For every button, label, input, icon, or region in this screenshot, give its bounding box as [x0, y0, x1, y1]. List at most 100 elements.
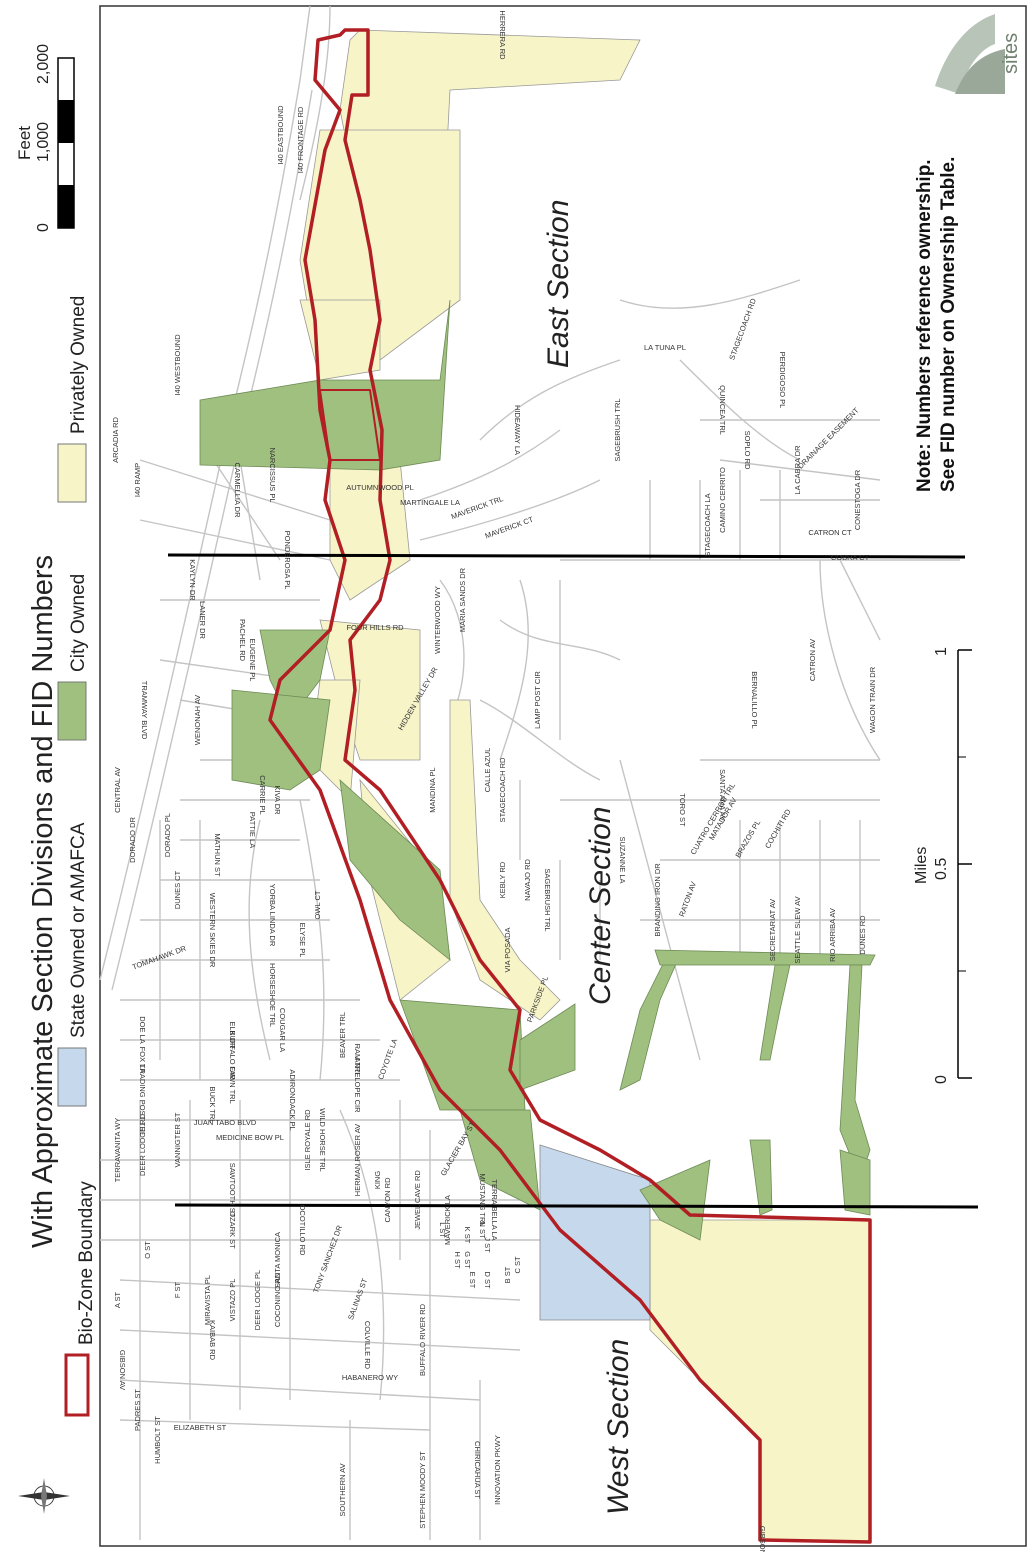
- scale-bar-miles: Miles 0 0.5 1: [913, 647, 972, 1084]
- street-label: MANDINA PL: [428, 767, 437, 812]
- street-label: NARCISSUS PL: [268, 447, 277, 502]
- street-label: DORADO PL: [163, 813, 172, 857]
- scale-feet-tick-0: 0: [35, 223, 52, 232]
- street-label: STAGECOACH RD: [498, 757, 507, 822]
- north-arrow-icon: [18, 1478, 70, 1514]
- street-label: OZARK ST: [228, 1211, 237, 1249]
- street-label: JEWEL CAVE RD: [413, 1170, 422, 1230]
- street-label: I40 WESTBOUND: [173, 334, 182, 396]
- street-label: ELYSE PL: [298, 923, 307, 958]
- street-label: ARCADIA RD: [111, 416, 120, 462]
- street-label: SOPLO RD: [743, 431, 752, 470]
- street-label: CAMINO CERRITO: [718, 467, 727, 533]
- street-label: COCONINO RD: [273, 1272, 282, 1327]
- street-label: TERRA BELLA LA: [490, 1179, 499, 1240]
- street-label: WILD HORSE TRL: [318, 1108, 327, 1172]
- street-label: MARTINGALE LA: [400, 498, 460, 507]
- street-label: STAGECOACH LA: [703, 493, 712, 556]
- street-label: SOUTHERN AV: [338, 1463, 347, 1516]
- street-label: SAGEBRUSH TRL: [613, 398, 622, 461]
- street-label: CENTRAL AV: [113, 767, 122, 813]
- legend-label-private: Privately Owned: [68, 296, 89, 434]
- street-label: WINTERWOOD WY: [433, 586, 442, 654]
- street-label: SUZANNE LA: [618, 836, 627, 883]
- street-label: MIRAVISTA PL: [203, 1275, 212, 1325]
- street-label: MAVERICK LA: [443, 1195, 452, 1245]
- street-label: EUGENE PL: [248, 639, 257, 682]
- street-label: G ST: [463, 1251, 472, 1269]
- street-label: D ST: [483, 1271, 492, 1289]
- street-label: DUNES CT: [173, 870, 182, 909]
- street-label: LANER DR: [198, 601, 207, 640]
- street-label: BUFFALO CIR: [228, 1030, 237, 1080]
- street-label: KIVA DR: [273, 785, 282, 815]
- street-label: TRAMWAY BLVD: [140, 681, 149, 740]
- street-label: ELK DR: [228, 1021, 237, 1049]
- legend-swatch-private: [57, 443, 87, 503]
- street-label: GIBSON AV: [118, 1350, 127, 1390]
- street-label: MEDICINE BOW PL: [216, 1133, 284, 1142]
- street-label: CHIRICAHUA ST: [473, 1441, 482, 1499]
- section-label-west: West Section: [602, 1339, 635, 1515]
- street-label: BERNALILLO PL: [750, 671, 759, 729]
- street-label: K ST: [463, 1227, 472, 1244]
- street-label: NAVAJO RD: [523, 859, 532, 901]
- street-label: E ST: [468, 1272, 477, 1289]
- section-label-center: Center Section: [584, 807, 617, 1005]
- note-line-1: Note: Numbers reference ownership.: [914, 159, 935, 492]
- state-parcels: [539, 1144, 651, 1321]
- street-label: KAYLYN DR: [188, 559, 197, 601]
- street-label: KAIBAB RD: [208, 1320, 217, 1361]
- street-label: WENONAH AV: [193, 695, 202, 745]
- scale-feet-tick-1: 1,000: [35, 122, 52, 162]
- legend-swatch-state: [57, 1047, 87, 1107]
- street-label: SEATTLE SLEW AV: [793, 896, 802, 963]
- street-label: TRADING POST TRL: [138, 1064, 147, 1136]
- street-label: RIO ARRIBA AV: [828, 908, 837, 962]
- street-label: CARRIE PL: [258, 775, 267, 815]
- scale-feet-tick-2: 2,000: [35, 44, 52, 84]
- street-label: VANNIGTER ST: [173, 1112, 182, 1167]
- street-label: FOUR HILLS RD: [346, 623, 404, 632]
- street-label: B ST: [503, 1266, 512, 1283]
- street-label: CALLE AZUL: [483, 748, 492, 793]
- street-label: CARMELLIA DR: [233, 462, 242, 518]
- street-label: VISTAZO PL: [228, 1279, 237, 1322]
- street-label: CATRON AV: [808, 639, 817, 681]
- street-label: ANTELOPE CIR: [353, 1057, 362, 1113]
- street-label: INNOVATION PKWY: [493, 1435, 502, 1505]
- street-label: F ST: [173, 1281, 182, 1298]
- street-label: TORO ST: [678, 793, 687, 827]
- street-label: OWL CT: [313, 890, 322, 919]
- street-label: CATRON CT: [808, 528, 852, 537]
- legend-swatch-biozone: [64, 1353, 90, 1417]
- street-label: BUCK TRL: [208, 1087, 217, 1124]
- street-label: WAGON TRAIN DR: [868, 666, 877, 733]
- street-label: SAWTOOTH ST: [228, 1163, 237, 1218]
- street-label: COUGAR LA: [278, 1008, 287, 1052]
- street-label: HUMBOLT ST: [153, 1416, 162, 1464]
- biozone-boundary: [268, 28, 872, 1544]
- street-label: CANYON RD: [383, 1177, 392, 1223]
- street-label: A ST: [113, 1291, 122, 1308]
- legend-label-biozone: Bio-Zone Boundary: [76, 1181, 97, 1345]
- street-label: WESTERN SKIES DR: [208, 893, 217, 968]
- street-label: H ST: [453, 1251, 462, 1269]
- street-label: STEPHEN MOODY ST: [418, 1451, 427, 1529]
- scale-miles-unit: Miles: [913, 847, 930, 884]
- street-label: J ST: [483, 1237, 492, 1253]
- street-label: I40 FRONTAGE RD: [296, 106, 305, 173]
- street-label: MUSTANG TRL: [478, 1173, 487, 1226]
- street-label: RAM TRL: [353, 1044, 362, 1077]
- street-label: HABANERO WY: [342, 1373, 398, 1382]
- street-label: MARIA SANDS DR: [458, 567, 467, 632]
- street-label: LAMP POST CIR: [533, 671, 542, 729]
- street-label: MATHUN ST: [213, 833, 222, 877]
- legend-label-city: City Owned: [68, 574, 89, 672]
- street-label: KEBLY RD: [498, 861, 507, 898]
- legend-swatch-city: [57, 681, 87, 741]
- street-label: LA CABRA DR: [793, 445, 802, 495]
- street-label: C ST: [513, 1256, 522, 1274]
- street-label: YORBA LINDA DR: [268, 884, 277, 947]
